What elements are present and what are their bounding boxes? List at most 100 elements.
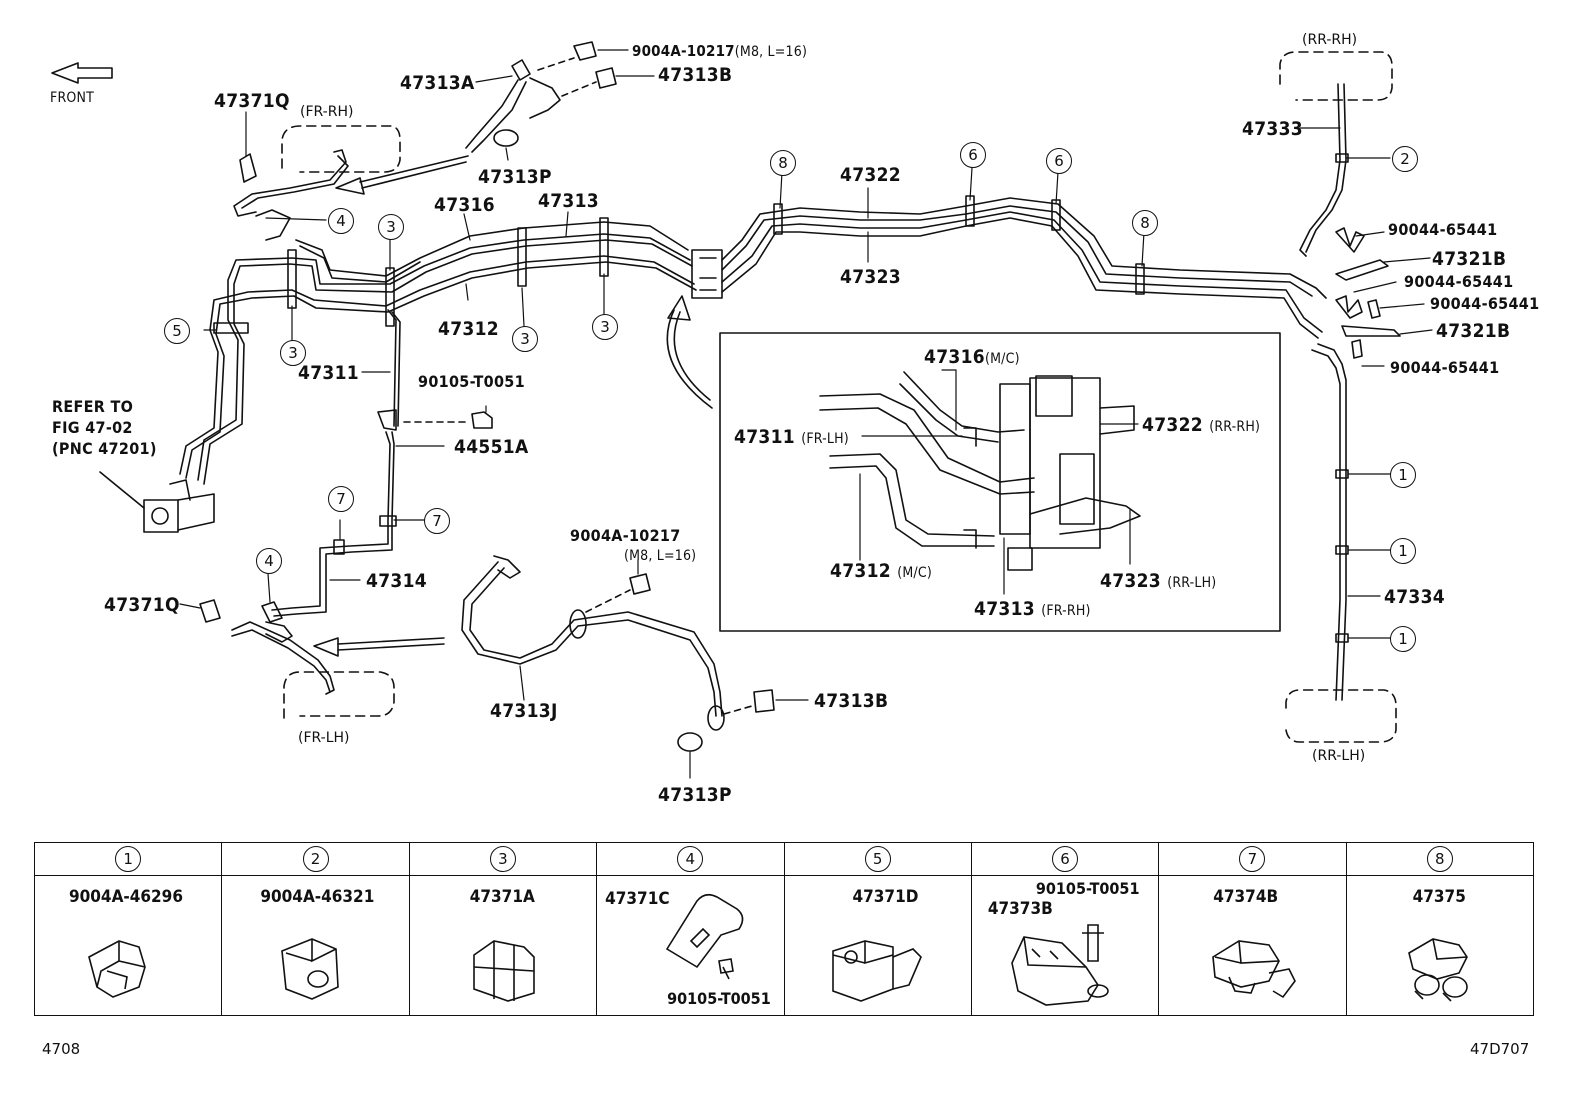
part-47323: 47323 [840,266,901,288]
part-47334: 47334 [1384,586,1445,608]
legend-num-2: 2 [302,846,329,872]
part-47313A: 47313A [400,72,475,94]
legend-num-3: 3 [489,846,516,872]
part-47311: 47311 [298,362,359,384]
part-47313P-top: 47313P [478,166,552,188]
callout-3-a: 3 [378,214,404,240]
part-47321B-1: 47321B [1432,248,1507,270]
legend-cell-2: 2 9004A-46321 [222,843,410,1015]
part-47314: 47314 [366,570,427,592]
legend-cell-4: 4 47371C 90105-T0051 [597,843,785,1015]
callout-3-c: 3 [512,326,538,352]
part-47333: 47333 [1242,118,1303,140]
inset-part-47312-note: (M/C) [897,565,932,581]
clip-6-icon [1011,924,1109,1006]
flex-hose-47313J [461,555,725,752]
refer-note-line-1: REFER TO [52,397,134,416]
legend-part-4: 47371C [605,889,670,909]
line-drawing [51,41,1433,779]
part-47313B-top: 47313B [658,64,733,86]
legend-cell-6: 6 47373B 90105-T0051 [971,843,1160,1015]
part-90044-2: 90044-65441 [1404,272,1514,291]
inset-part-47316: 47316(M/C) [924,346,1020,368]
callout-8-b: 8 [1132,210,1158,236]
legend-cell-3: 3 47371A [409,843,598,1015]
legend-head-6: 6 [971,843,1159,876]
inset-part-47323-note: (RR-LH) [1167,575,1217,591]
part-47313J: 47313J [490,700,558,722]
clip-8-icon [1407,938,1468,1002]
legend-cell-1: 1 9004A-46296 [35,843,223,1015]
legend-part-7: 47374B [1213,887,1279,907]
legend-part-3: 47371A [469,887,535,907]
inset-part-47322-number: 47322 [1142,414,1203,436]
legend-num-5: 5 [864,846,891,872]
clip-7-icon [1212,940,1297,999]
part-47321B-2: 47321B [1436,320,1511,342]
legend-part-1: 9004A-46296 [69,887,183,907]
part-9004A-top-spec: (M8, L=16) [734,44,808,60]
part-90105: 90105-T0051 [418,372,525,391]
legend-cell-8: 8 47375 [1346,843,1533,1015]
legend-head-2: 2 [222,843,409,876]
refer-note-line-3: (PNC 47201) [52,439,157,458]
inset-part-47311-number: 47311 [734,426,795,448]
callout-7-b: 7 [424,508,450,534]
callout-1-c: 1 [1390,626,1416,652]
clip-2-icon [281,938,340,1000]
callout-1-b: 1 [1390,538,1416,564]
legend-num-4: 4 [677,846,704,872]
inset-part-47312-number: 47312 [830,560,891,582]
part-47322: 47322 [840,164,901,186]
callout-8-a: 8 [770,150,796,176]
callout-4-bottom: 4 [256,548,282,574]
part-44551A: 44551A [454,436,529,458]
part-47371Q-bottom: 47371Q [104,594,180,616]
clip-5-icon [831,940,922,1002]
callout-3-b: 3 [280,340,306,366]
refer-note-line-2: FIG 47-02 [52,418,133,437]
callout-4-top: 4 [328,208,354,234]
part-47313B-bottom: 47313B [814,690,889,712]
refer-note: REFER TO FIG 47-02 (PNC 47201) [52,396,157,459]
clip-3-icon [472,940,535,1002]
legend-num-8: 8 [1426,846,1453,872]
callout-3-d: 3 [592,314,618,340]
legend-head-5: 5 [784,843,971,876]
legend-num-1: 1 [115,846,142,872]
part-47371Q-top: 47371Q [214,90,290,112]
main-pipe-bundle [179,221,697,485]
part-47313: 47313 [538,190,599,212]
inset-part-47312: 47312 (M/C) [830,560,932,582]
front-arrow-icon [51,62,113,84]
legend-head-4: 4 [597,843,784,876]
part-9004A-mid: 9004A-10217 [570,526,681,545]
part-9004A-top-number: 9004A-10217 [632,42,735,60]
inset-part-47316-number: 47316 [924,346,985,368]
inset-part-47313-number: 47313 [974,598,1035,620]
legend-part-6: 47373B [987,899,1053,919]
zone-label-fr-rh: (FR-RH) [300,104,354,120]
callout-1-a: 1 [1390,462,1416,488]
flex-hose-47313A [465,59,561,153]
legend-head-3: 3 [409,843,597,876]
front-label: FRONT [50,90,95,106]
legend-num-6: 6 [1052,846,1079,872]
inset-drawing [819,371,1141,571]
part-47312: 47312 [438,318,499,340]
part-47313P-bottom: 47313P [658,784,732,806]
inset-part-47322-note: (RR-RH) [1209,419,1261,435]
part-9004A-top: 9004A-10217(M8, L=16) [632,42,807,60]
legend-part-6-bolt: 90105-T0051 [1035,879,1140,898]
zone-label-fr-lh: (FR-LH) [298,730,350,746]
legend-head-7: 7 [1159,843,1346,876]
callout-6-a: 6 [960,142,986,168]
inset-part-47313: 47313 (FR-RH) [974,598,1091,620]
legend-part-4-bolt: 90105-T0051 [667,989,771,1008]
inset-part-47311-note: (FR-LH) [801,431,849,447]
legend-head-8: 8 [1346,843,1533,876]
inset-part-47323: 47323 (RR-LH) [1100,570,1216,592]
legend-part-2: 9004A-46321 [260,887,375,907]
inset-part-47323-number: 47323 [1100,570,1161,592]
